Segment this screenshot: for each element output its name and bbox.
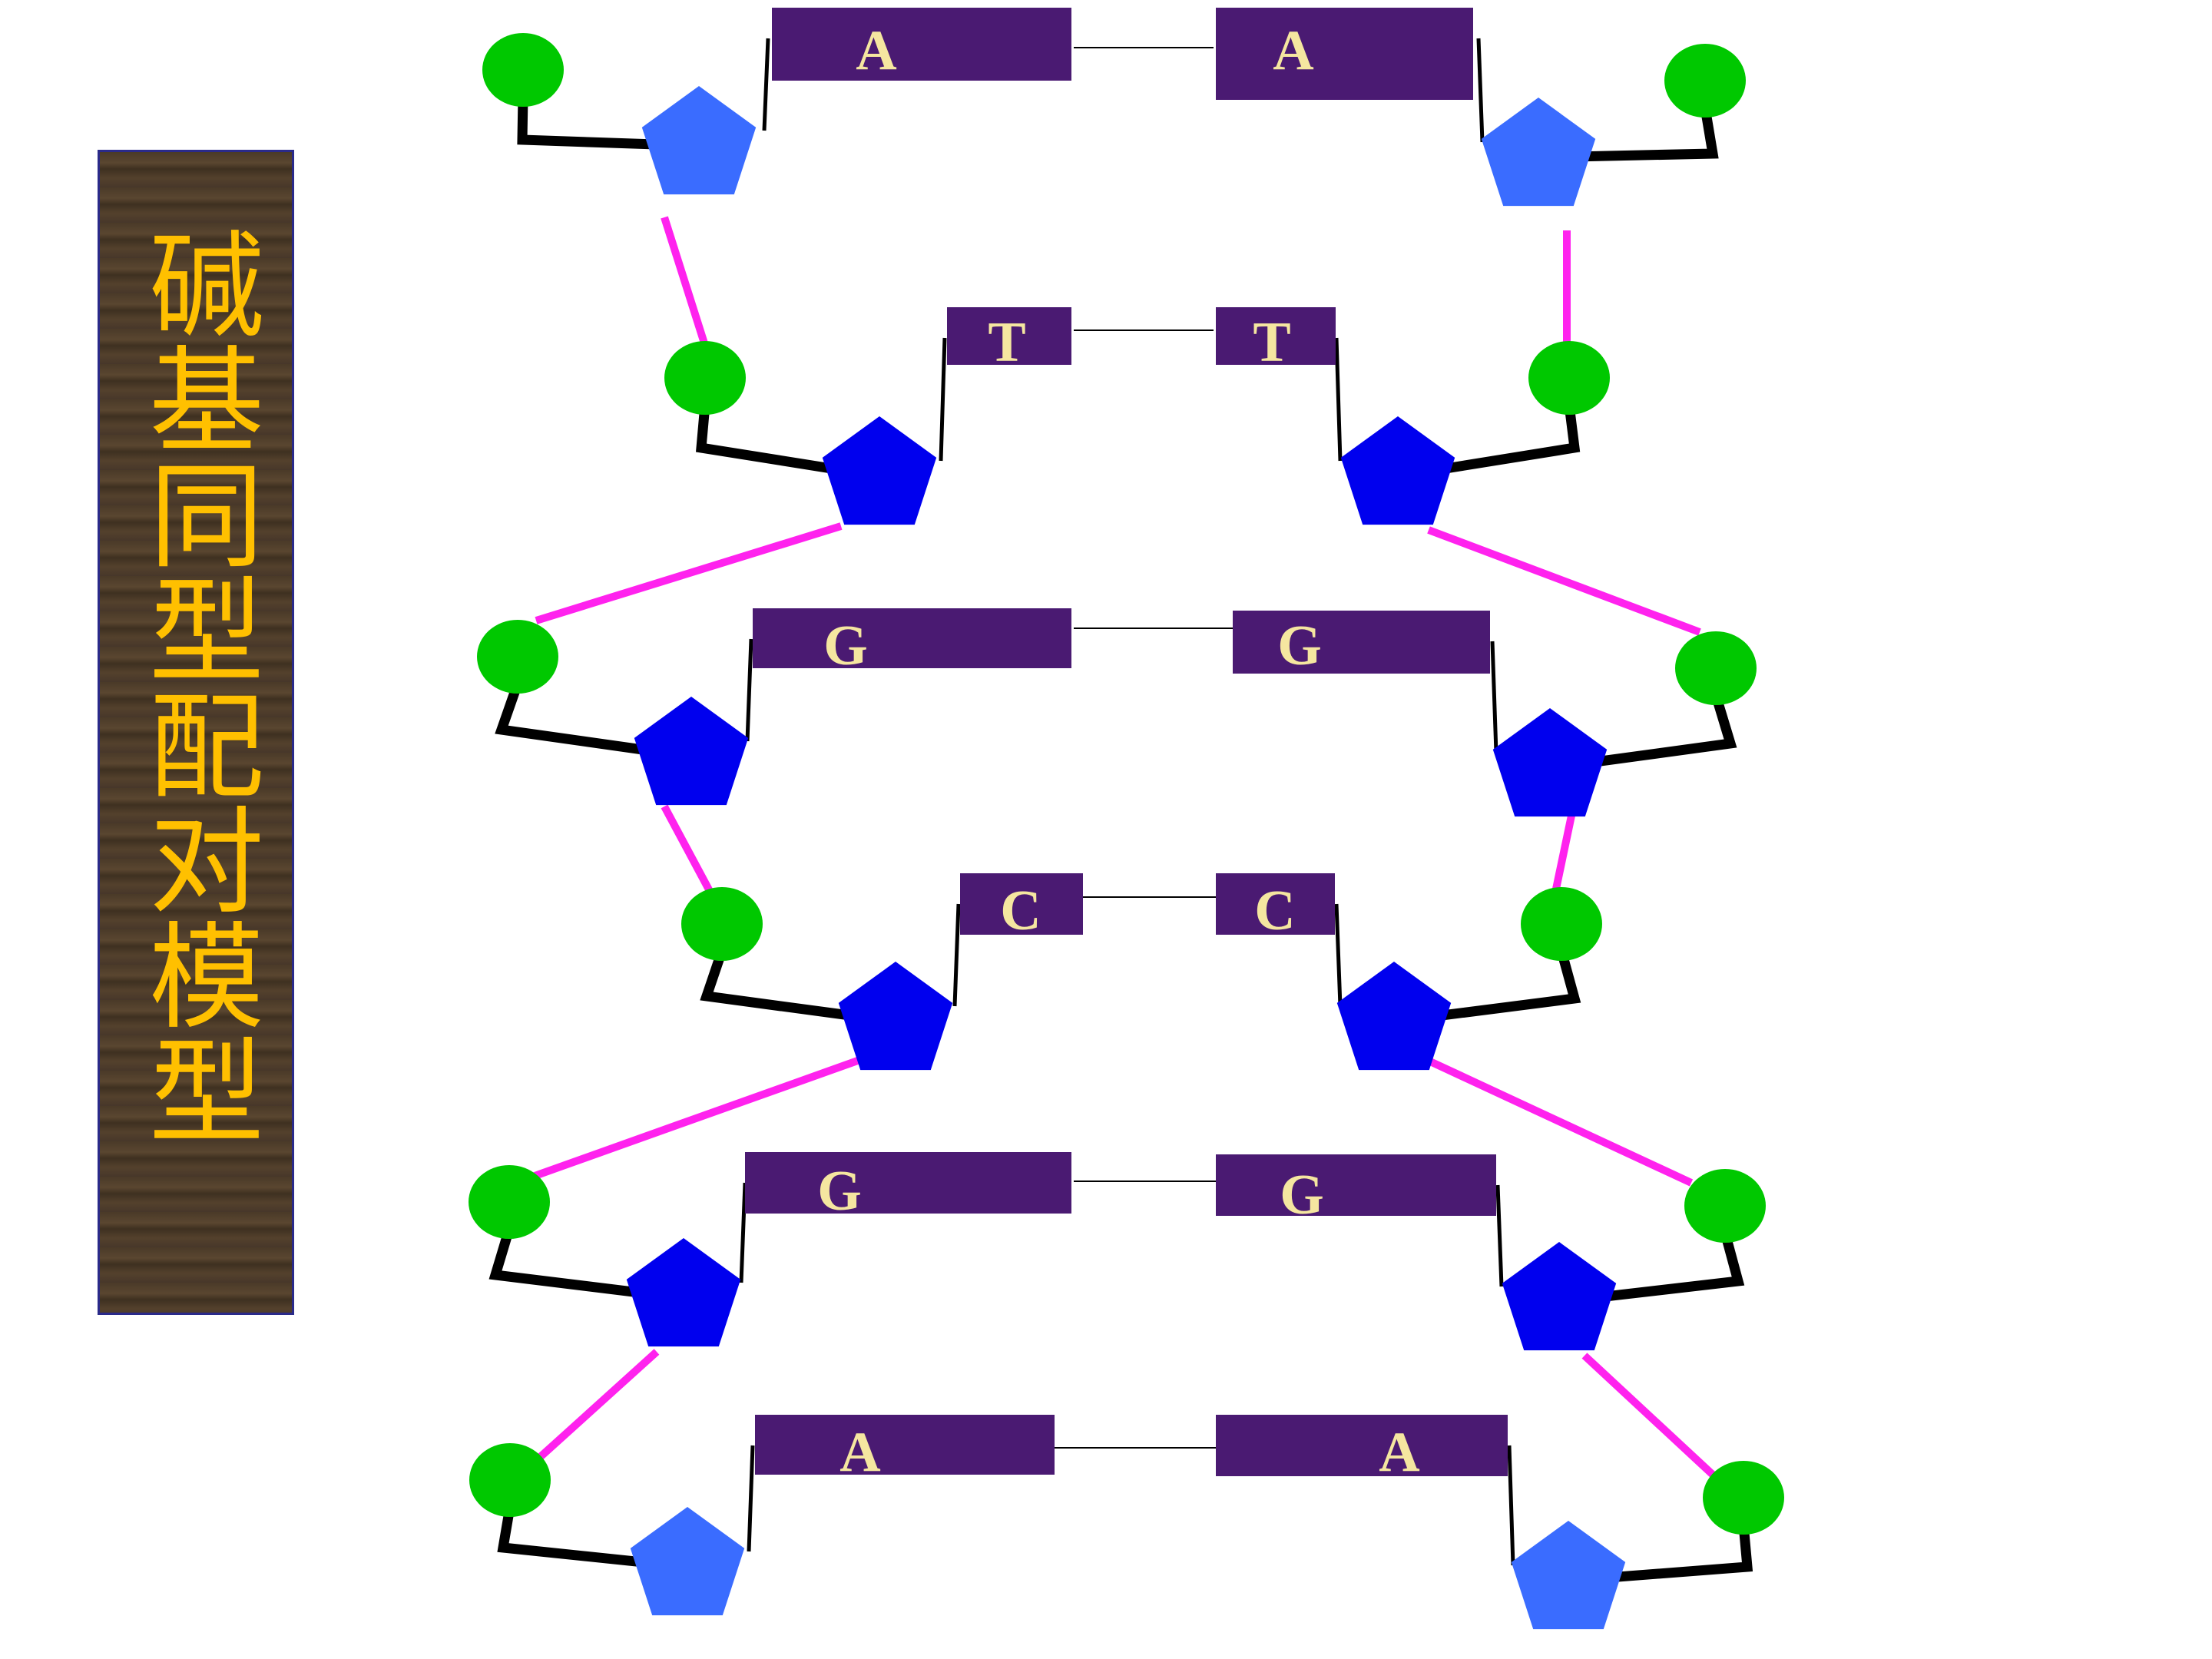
left-backbone-link <box>661 804 714 895</box>
right-sugar <box>1340 416 1455 525</box>
right-base-label: G <box>1280 1164 1324 1227</box>
left-phosphate-bond <box>700 949 896 1027</box>
right-backbone-link <box>1428 1058 1694 1187</box>
left-phosphate <box>477 620 558 694</box>
left-sugar <box>822 416 937 525</box>
right-base-stick <box>1334 903 1343 1007</box>
left-sugar <box>626 1238 741 1347</box>
right-phosphate <box>1675 631 1757 705</box>
right-phosphate-bond <box>1549 694 1737 773</box>
right-base-stick <box>1490 641 1498 753</box>
right-base-block <box>1216 307 1336 365</box>
right-backbone-link <box>1427 526 1701 636</box>
right-sugar <box>1481 98 1596 207</box>
left-base-block <box>745 1152 1071 1214</box>
left-phosphate-bond <box>495 681 692 762</box>
left-phosphate <box>482 33 564 107</box>
right-phosphate <box>1703 1461 1784 1535</box>
left-backbone-link <box>525 1055 866 1183</box>
left-base-block <box>753 608 1071 668</box>
right-phosphate <box>1528 341 1610 415</box>
right-base-block <box>1216 8 1473 100</box>
left-base-label: G <box>817 1160 862 1223</box>
left-sugar <box>630 1507 745 1616</box>
left-base-block <box>947 307 1071 365</box>
right-base-label: C <box>1254 879 1295 942</box>
left-backbone-link <box>535 1349 660 1462</box>
left-base-label: A <box>839 1421 880 1484</box>
right-base-label: G <box>1277 614 1322 677</box>
left-base-stick <box>952 903 961 1007</box>
left-sugar <box>641 86 757 195</box>
left-base-block <box>755 1415 1055 1475</box>
left-phosphate <box>469 1165 550 1239</box>
right-phosphate-bond <box>1558 1231 1745 1307</box>
left-phosphate <box>664 341 746 415</box>
right-base-block <box>1233 611 1490 674</box>
right-backbone-link <box>1551 814 1575 894</box>
left-phosphate <box>681 887 763 961</box>
right-base-stick <box>1334 337 1343 462</box>
right-phosphate <box>1521 887 1602 961</box>
right-base-label: A <box>1379 1421 1419 1484</box>
left-base-stick <box>745 638 753 742</box>
title-panel: 碱基同型配对模型 <box>98 150 294 1315</box>
right-phosphate-bond <box>1538 106 1719 163</box>
right-base-label: T <box>1253 311 1290 374</box>
left-base-block <box>772 8 1071 81</box>
left-backbone-link <box>661 216 709 347</box>
right-sugar <box>1336 962 1452 1071</box>
left-base-label: A <box>856 19 896 82</box>
right-sugar <box>1502 1242 1617 1351</box>
left-phosphate-bond <box>517 96 700 151</box>
right-sugar <box>1511 1521 1626 1630</box>
right-backbone-link <box>1581 1353 1716 1478</box>
left-base-block <box>960 873 1083 935</box>
left-base-label: C <box>1000 879 1041 942</box>
left-sugar <box>634 697 749 806</box>
left-base-stick <box>747 1445 755 1552</box>
right-base-label: A <box>1273 19 1313 82</box>
right-base-block <box>1216 873 1335 935</box>
diagram-title: 碱基同型配对模型 <box>129 225 263 1147</box>
left-base-stick <box>762 38 770 131</box>
right-sugar <box>1492 708 1608 817</box>
right-phosphate-bond <box>1396 404 1581 482</box>
right-phosphate-bond <box>1393 949 1581 1027</box>
left-base-label: T <box>988 311 1025 374</box>
right-phosphate <box>1684 1169 1766 1243</box>
right-base-block <box>1216 1154 1496 1216</box>
backbone-links <box>525 216 1716 1478</box>
right-base-block <box>1216 1415 1508 1476</box>
left-sugar <box>838 962 953 1071</box>
left-phosphate-bond <box>695 404 881 482</box>
left-base-stick <box>739 1182 747 1283</box>
left-base-stick <box>939 337 947 462</box>
right-phosphate <box>1664 44 1746 118</box>
left-phosphate-bond <box>488 1227 684 1303</box>
right-base-stick <box>1507 1445 1515 1566</box>
left-phosphate <box>469 1443 551 1517</box>
left-backbone-link <box>535 522 843 624</box>
right-phosphate-bond <box>1568 1524 1753 1586</box>
left-base-label: G <box>823 614 868 677</box>
right-base-stick <box>1495 1184 1504 1287</box>
left-phosphate-bond <box>497 1505 688 1572</box>
right-base-stick <box>1476 38 1485 143</box>
